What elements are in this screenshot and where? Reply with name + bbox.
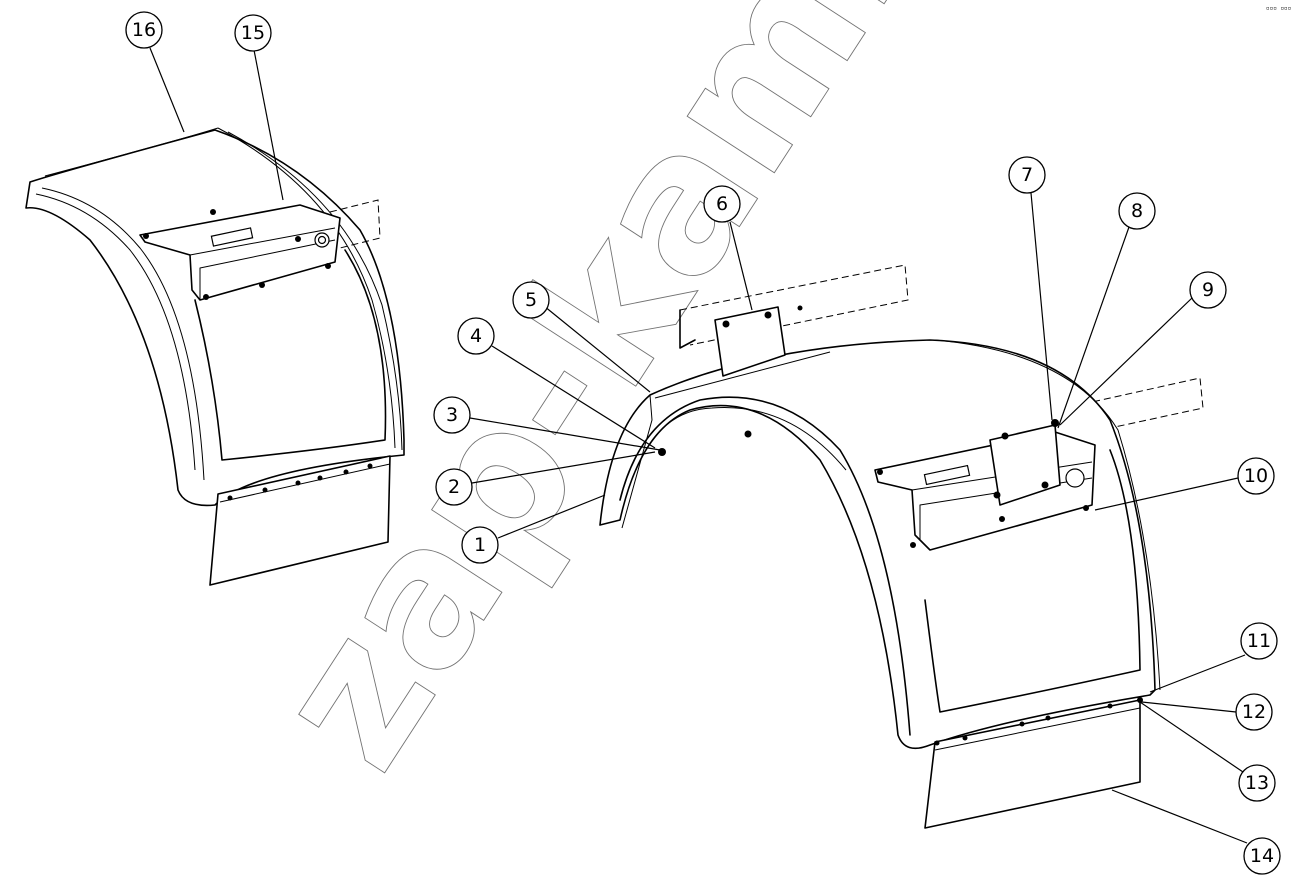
callout-12: 12 [1235, 693, 1273, 731]
callout-11: 11 [1240, 622, 1278, 660]
callout-11-label: 11 [1247, 630, 1271, 652]
callout-2: 2 [435, 468, 473, 506]
arch-fastener [658, 448, 666, 456]
callout-16-label: 16 [132, 19, 156, 41]
callout-2-label: 2 [448, 476, 460, 498]
upper-mounting-bracket [714, 306, 786, 377]
callout-3: 3 [433, 396, 471, 434]
right-fender-shell [599, 339, 1156, 750]
callout-4: 4 [457, 317, 495, 355]
right-mud-flap [924, 699, 1141, 829]
callout-9-label: 9 [1202, 279, 1214, 301]
callout-15: 15 [234, 14, 272, 52]
callout-8-label: 8 [1131, 200, 1143, 222]
corner-mark: ▫▫▫ ▫▫▫ [1266, 5, 1291, 12]
callout-4-label: 4 [470, 325, 482, 347]
callout-3-label: 3 [446, 404, 458, 426]
callout-14: 14 [1243, 837, 1281, 875]
callout-6: 6 [703, 185, 741, 223]
left-mud-flap [209, 455, 391, 586]
left-fender-assembly [25, 127, 405, 586]
callout-9: 9 [1189, 271, 1227, 309]
callout-1-label: 1 [474, 534, 486, 556]
callout-6-label: 6 [716, 193, 728, 215]
left-fender-shell [25, 129, 405, 507]
callout-5: 5 [512, 281, 550, 319]
callout-14-label: 14 [1250, 845, 1274, 867]
callout-7: 7 [1008, 156, 1046, 194]
callout-10: 10 [1237, 457, 1275, 495]
callout-10-label: 10 [1244, 465, 1268, 487]
callout-12-label: 12 [1242, 701, 1266, 723]
callout-8: 8 [1118, 192, 1156, 230]
callout-16: 16 [125, 11, 163, 49]
frame-rail-upper [679, 264, 909, 349]
callout-7-label: 7 [1021, 164, 1033, 186]
right-fender-assembly [599, 264, 1204, 829]
callout-13-label: 13 [1245, 772, 1269, 794]
callout-13: 13 [1238, 764, 1276, 802]
callout-15-label: 15 [241, 22, 265, 44]
leader-lines [149, 47, 1248, 844]
callout-1: 1 [461, 526, 499, 564]
callout-5-label: 5 [525, 289, 537, 311]
